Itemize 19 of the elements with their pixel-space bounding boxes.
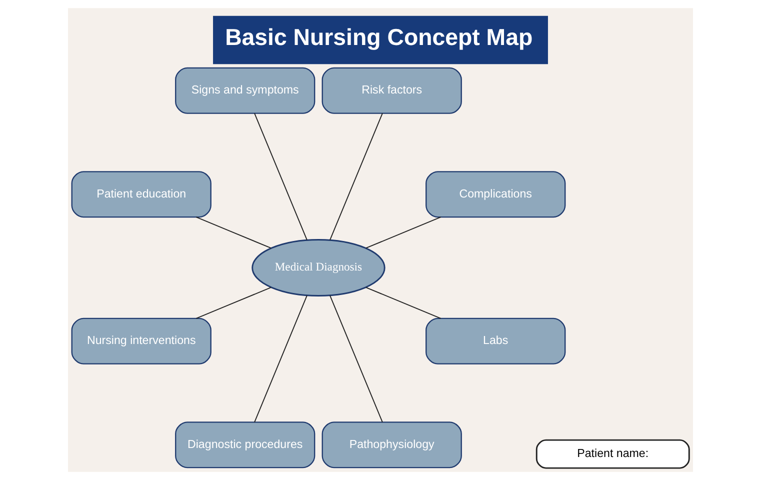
connector [364,216,441,249]
node-box: Complications [425,171,566,218]
node-box: Risk factors [321,67,462,114]
node-box: Signs and symptoms [174,67,315,114]
node-box: Pathophysiology [321,422,462,468]
node-box: Diagnostic procedures [174,422,315,468]
connector [195,216,271,249]
node-ellipse: Medical Diagnosis [251,239,385,296]
diagram-title: Basic Nursing Concept Map [224,24,532,50]
node-box: Labs [425,318,566,364]
node-box: Nursing interventions [70,318,211,364]
connector [328,112,382,241]
connector [328,294,382,423]
node-box: Patient name: [535,439,690,469]
connector [195,286,271,319]
node-box: Patient education [70,171,211,218]
connector [254,294,307,423]
connector [364,286,441,319]
connector [254,112,307,241]
